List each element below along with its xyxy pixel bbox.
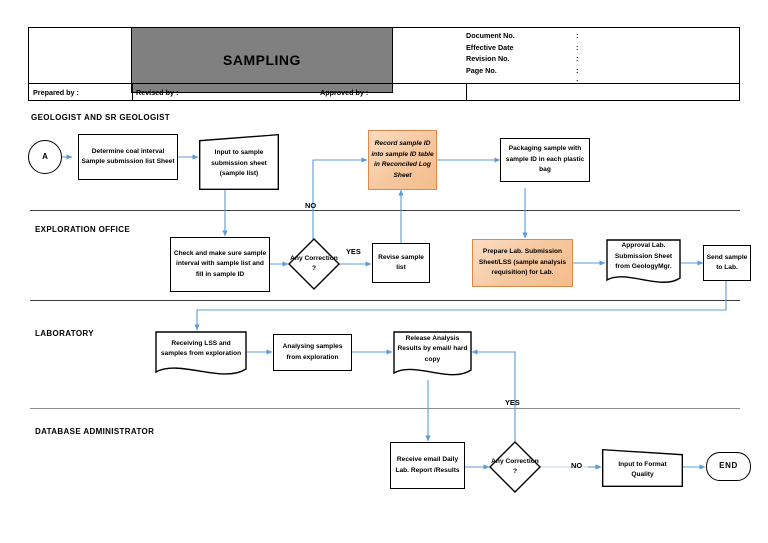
node-prepare-lab-submission-sheet[interactable]: Prepare Lab. Submission Sheet/LSS (sampl…: [472, 239, 573, 287]
receiving-lss-label: Receiving LSS and samples from explorati…: [160, 339, 242, 358]
node-packaging-sample[interactable]: Packaging sample with sample ID in each …: [500, 138, 590, 182]
edge-label-yes-lower: YES: [505, 398, 520, 407]
node-input-to-format-quality[interactable]: Input to Format Quality: [602, 449, 683, 487]
meta-row-revision-no: Revision No. :: [466, 53, 646, 65]
lane-separator-2: [30, 300, 740, 301]
lane-label-laboratory: LABORATORY: [35, 329, 94, 338]
node-receive-email-daily-report[interactable]: Receive email Daily Lab. Report /Results: [390, 442, 465, 489]
node-record-sample-id[interactable]: Record sample ID into sample ID table in…: [368, 130, 437, 190]
signoff-prepared-by: Prepared by :: [33, 87, 79, 97]
decision-1-label: Any Correction ?: [290, 254, 338, 273]
meta-colon-revision-no: :: [576, 54, 579, 64]
node-revise-sample-list[interactable]: Revise sample list: [372, 243, 430, 283]
node-decision-any-correction-2[interactable]: Any Correction ?: [489, 441, 541, 493]
page-title: SAMPLING: [223, 52, 301, 68]
node-check-and-make-sure[interactable]: Check and make sure sample interval with…: [170, 237, 270, 292]
node-input-to-sample-sheet[interactable]: Input to sample submission sheet (sample…: [199, 134, 279, 190]
meta-label-document-no: Document No.: [466, 31, 515, 40]
approval-lss-label: Approval Lab. Submission Sheet from Geol…: [614, 242, 673, 271]
release-results-label: Release Analysis Results by email/ hard …: [397, 334, 468, 363]
meta-row-document-no: Document No. :: [466, 30, 646, 42]
edge-label-yes-upper: YES: [346, 247, 361, 256]
meta-label-effective-date: Effective Date: [466, 42, 514, 52]
signoff-approved-by: Approved by :: [320, 87, 369, 97]
lane-label-geologist: GEOLOGIST AND SR GEOLOGIST: [31, 113, 171, 122]
meta-colon-document-no: :: [576, 31, 579, 40]
lane-separator-3: [30, 408, 740, 409]
lane-label-dba: DATABASE ADMINISTRATOR: [35, 427, 155, 436]
header-meta-block: Document No. : Effective Date : Revision…: [466, 30, 646, 88]
meta-label-revision-no: Revision No.: [466, 54, 510, 64]
node-release-analysis-results[interactable]: Release Analysis Results by email/ hard …: [393, 331, 472, 380]
signoff-revised-by: Revised by :: [136, 87, 179, 97]
node-determine-coal-interval[interactable]: Determine coal interval Sample submissio…: [78, 134, 178, 180]
document-title-box: SAMPLING: [131, 27, 393, 93]
meta-row-extra-colon: :: [466, 76, 646, 88]
decision-2-label: Any Correction ?: [491, 457, 539, 476]
node-send-sample-to-lab[interactable]: Send sample to Lab.: [703, 245, 751, 281]
header-signoff-bar: Prepared by : Revised by : Approved by :: [28, 83, 740, 101]
lane-separator-1: [30, 210, 740, 211]
node-analysing-samples[interactable]: Analysing samples from exploration: [273, 334, 352, 371]
node-end[interactable]: END: [706, 452, 751, 481]
node-receiving-lss[interactable]: Receiving LSS and samples from explorati…: [155, 331, 247, 379]
meta-colon-effective-date: :: [576, 42, 579, 52]
meta-label-page-no: Page No.: [466, 65, 497, 75]
edge-label-no-lower: NO: [571, 461, 583, 470]
node-decision-any-correction-1[interactable]: Any Correction ?: [288, 238, 340, 290]
meta-colon-page-no: :: [576, 65, 579, 75]
signoff-divider-1: [132, 84, 133, 100]
meta-row-page-no: Page No. :: [466, 65, 646, 77]
node-start-a[interactable]: A: [28, 140, 62, 174]
signoff-divider-2: [466, 84, 467, 100]
node-approval-lab-submission-sheet[interactable]: Approval Lab. Submission Sheet from Geol…: [606, 239, 681, 287]
edge-label-no-upper: NO: [305, 201, 317, 210]
lane-label-exploration: EXPLORATION OFFICE: [35, 225, 131, 234]
meta-colon-extra: :: [576, 77, 579, 87]
meta-row-effective-date: Effective Date :: [466, 42, 646, 54]
